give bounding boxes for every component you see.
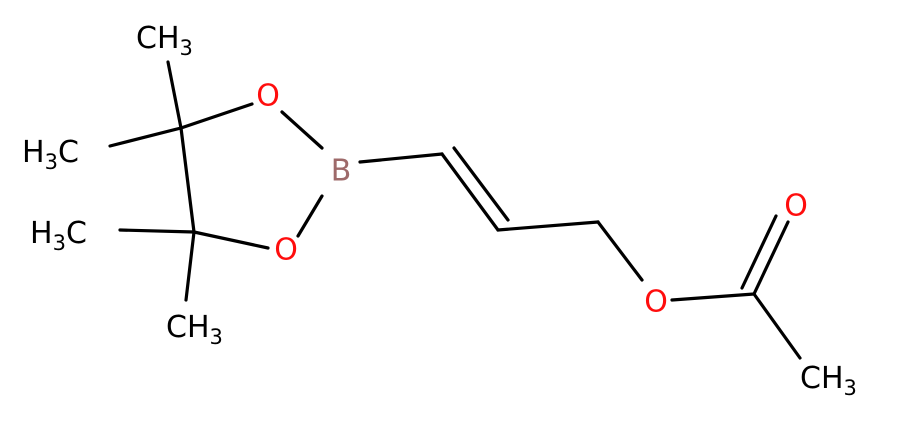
bond-c2-c3 (496, 220, 600, 232)
methyl-acetyl: CH3 (800, 361, 857, 401)
methyl-upper-left: H3C (22, 135, 79, 175)
bond-b-c1 (358, 152, 444, 164)
bond-c1-c2-double-a (440, 152, 500, 232)
atom-o-ring-top: O (256, 79, 280, 114)
bond-c4-c5 (179, 126, 196, 234)
bond-c4-ch3-top (166, 60, 183, 130)
bond-c1-c2-double-b (452, 146, 510, 222)
bond-c4-o-top (179, 102, 254, 130)
bond-o-bottom-b (296, 194, 324, 238)
bond-carbonyl-double-b (740, 214, 778, 290)
bond-c5-ch3-lower-left (118, 228, 196, 234)
methyl-bottom-left: CH3 (166, 310, 223, 350)
atom-o-ring-bottom: O (274, 233, 298, 268)
methyl-lower-left: H3C (30, 216, 87, 256)
bond-carbonyl-ch3 (752, 292, 802, 360)
bond-carbonyl-double-a (752, 220, 790, 296)
bond-c3-o-ester (596, 220, 644, 282)
atom-o-carbonyl: O (784, 189, 808, 224)
bond-o-top-b (280, 110, 324, 150)
bond-c5-ch3-bottom (184, 230, 196, 302)
atom-b: B (331, 154, 352, 189)
methyl-groups: CH3 H3C H3C CH3 CH3 (22, 21, 857, 401)
methyl-top: CH3 (136, 21, 193, 61)
bond-c5-o-bottom (192, 230, 270, 250)
bond-o-ester-c-carbonyl (670, 292, 756, 302)
atom-labels: O B O O O (256, 79, 808, 320)
bonds (108, 60, 802, 360)
atom-o-ester: O (644, 285, 668, 320)
bond-c4-ch3-upper-left (108, 126, 183, 148)
